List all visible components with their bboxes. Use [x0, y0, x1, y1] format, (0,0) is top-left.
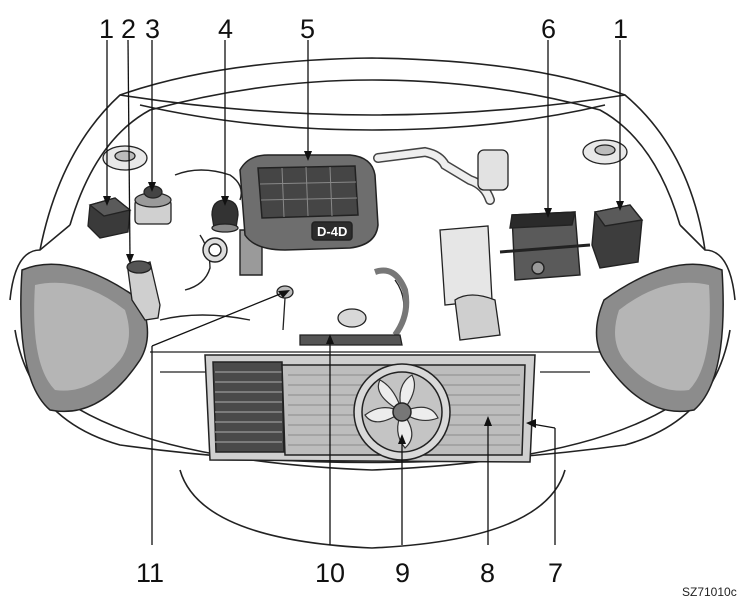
leader-arrowheads	[103, 151, 624, 444]
callout-8: 8	[480, 558, 495, 588]
headlight-right	[595, 263, 724, 413]
callout-10: 10	[315, 558, 345, 588]
callout-11: 11	[136, 558, 164, 588]
engine-badge-text: D-4D	[317, 224, 347, 239]
cooling-fan	[353, 363, 451, 461]
washer-fluid-tank	[126, 260, 161, 321]
strut-tower-left	[102, 145, 148, 171]
callout-6: 6	[541, 14, 556, 44]
air-cleaner	[374, 225, 501, 341]
fuse-box-left	[87, 197, 132, 239]
callout-5: 5	[300, 14, 315, 44]
engine-cover	[239, 154, 379, 251]
leader-lines	[106, 39, 621, 545]
headlight-left	[20, 263, 149, 413]
hoses-left	[159, 169, 263, 321]
callout-7: 7	[548, 558, 563, 588]
radiator-fins-left	[215, 371, 282, 443]
callout-2: 2	[121, 14, 136, 44]
figure-code: SZ71010c	[682, 585, 737, 599]
air-intake-pipe	[373, 146, 509, 205]
car-body	[9, 57, 736, 549]
callout-1-right: 1	[613, 14, 628, 44]
callout-1-left: 1	[99, 14, 114, 44]
battery	[499, 211, 591, 281]
coolant-reservoir	[299, 308, 403, 346]
relay-box-right	[591, 204, 644, 269]
callout-4: 4	[218, 14, 233, 44]
callout-labels: 1 2 3 4 5 6 1 11 10 9 8 7	[99, 14, 628, 588]
callout-3: 3	[145, 14, 160, 44]
strut-tower-right	[582, 139, 628, 165]
callout-9: 9	[395, 558, 410, 588]
brake-fluid-reservoir	[134, 185, 172, 225]
